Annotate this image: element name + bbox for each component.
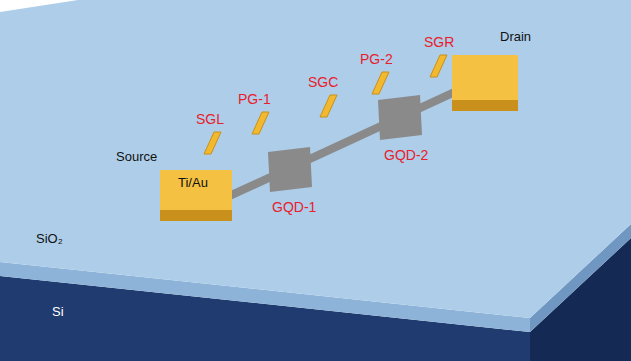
sgr-gate [430,55,447,77]
terminal-name: Drain [500,30,531,44]
drain-pad-front [452,100,518,111]
gqd1-island [268,147,312,192]
sio2-top-face [0,0,631,318]
gate-name: SGL [196,112,224,127]
dot-name: GQD-1 [272,200,316,215]
contact-pad: SourceTi/Au [160,170,232,210]
terminal-name: Source [116,150,157,164]
gate-name: SGR [424,35,454,50]
pg2-gate [372,72,389,94]
contact-pad: Drain [452,55,518,100]
drain-pad-top [452,55,518,100]
metal-label: Ti/Au [178,176,208,190]
dot-name: GQD-2 [384,148,428,163]
gate-fingers [204,55,447,154]
gate-name: SGC [308,75,338,90]
channel-strip [232,89,452,200]
layer-name: Si [52,305,64,319]
source-pad-top [160,170,232,210]
graphene-channel [232,89,452,200]
pg1-gate [252,112,269,134]
layer-name: SiO₂ [36,232,63,246]
gate-name: PG-1 [238,92,271,107]
sgl-gate [204,132,221,154]
gqd2-island [378,95,422,140]
gate-name: PG-2 [360,52,393,67]
source-pad-front [160,210,232,221]
sgc-gate [320,95,337,117]
